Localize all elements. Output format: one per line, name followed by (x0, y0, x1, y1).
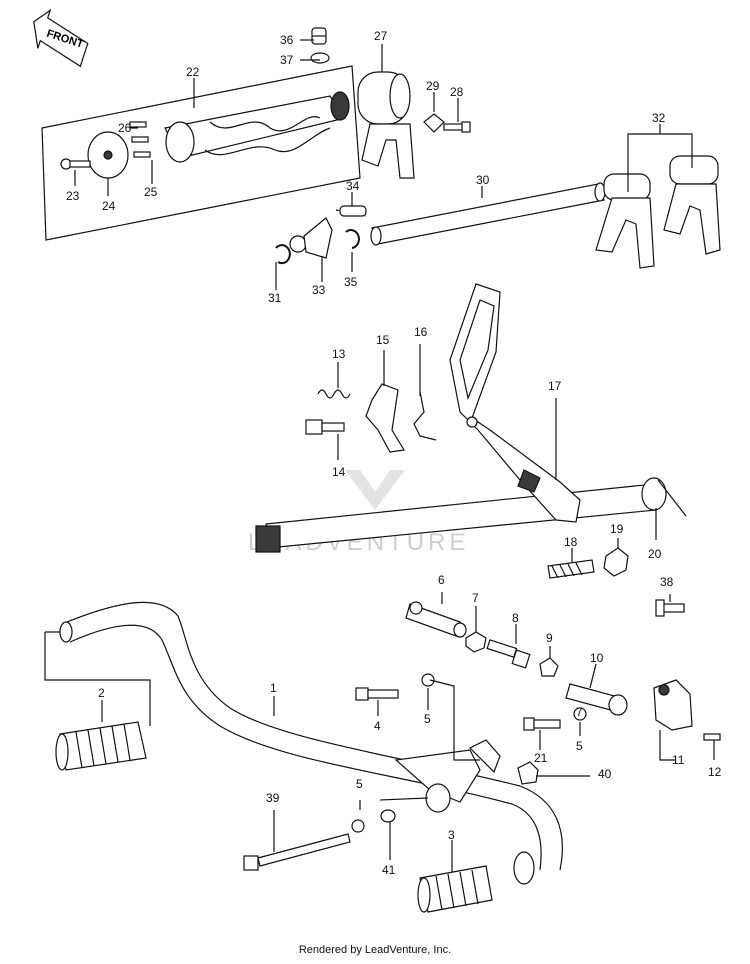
callout-3: 3 (448, 828, 455, 842)
callout-38: 38 (660, 575, 674, 589)
callout-17: 17 (548, 379, 562, 393)
callout-13: 13 (332, 347, 346, 361)
callout-5c: 5 (356, 777, 363, 791)
callout-37: 37 (280, 53, 294, 67)
small-parts-31-35 (275, 205, 367, 265)
callout-18: 18 (564, 535, 578, 549)
callout-11: 11 (672, 753, 685, 767)
callout-26: 26 (118, 121, 132, 135)
callout-39: 39 (266, 791, 280, 805)
pin-29-28 (423, 113, 471, 133)
callout-7a: 7 (472, 591, 479, 605)
callout-2: 2 (98, 686, 105, 700)
assembly-box (41, 65, 361, 241)
pedal-rubber-3 (417, 865, 493, 913)
bolt-36 (311, 27, 327, 45)
callout-31: 31 (268, 291, 282, 305)
shift-fork-27 (357, 71, 415, 179)
callout-5a: 5 (424, 712, 431, 726)
callout-21: 21 (534, 751, 548, 765)
leader-lines (44, 39, 715, 872)
callout-7b: 7 (576, 705, 583, 719)
parts-13-16 (305, 383, 437, 453)
shift-forks-32 (595, 155, 721, 269)
callout-36: 36 (280, 33, 294, 47)
callout-20: 20 (648, 547, 662, 561)
fork-shaft-30 (370, 182, 606, 246)
callout-12: 12 (708, 765, 722, 779)
callout-33: 33 (312, 283, 326, 297)
shift-drum-assembly (41, 65, 361, 241)
shift-pedal-1 (59, 601, 563, 885)
footer-credit: Rendered by LeadVenture, Inc. (298, 944, 452, 956)
callout-15: 15 (376, 333, 390, 347)
pedal-rubber-2 (55, 721, 147, 771)
shift-shaft-17 (255, 283, 661, 553)
callout-4: 4 (374, 719, 381, 733)
washer-37 (310, 52, 330, 64)
callout-6: 6 (438, 573, 445, 587)
bolts-4-5-21 (355, 673, 587, 731)
callout-41: 41 (382, 863, 396, 877)
callout-9: 9 (546, 631, 553, 645)
callout-16: 16 (414, 325, 428, 339)
front-direction-arrow: FRONT (33, 8, 89, 68)
callout-19: 19 (610, 522, 624, 536)
parts-18-20 (547, 477, 687, 579)
callout-1: 1 (270, 681, 277, 695)
callout-23: 23 (66, 189, 80, 203)
callout-40: 40 (598, 767, 612, 781)
callout-labels: 1 2 3 4 5 5 5 6 7 7 8 9 10 11 12 13 14 1… (66, 29, 722, 877)
callout-10: 10 (590, 651, 604, 665)
callout-29: 29 (426, 79, 440, 93)
callout-34: 34 (346, 179, 360, 193)
linkage-parts (405, 601, 721, 741)
callout-24: 24 (102, 199, 116, 213)
bolt-38 (655, 599, 685, 617)
callout-8: 8 (512, 611, 519, 625)
callout-22: 22 (186, 65, 200, 79)
callout-27: 27 (374, 29, 388, 43)
callout-28: 28 (450, 85, 464, 99)
callout-30: 30 (476, 173, 490, 187)
callout-32: 32 (652, 111, 666, 125)
callout-35: 35 (344, 275, 358, 289)
callout-25: 25 (144, 185, 158, 199)
bolt-39-nut-40-washer-41 (243, 761, 539, 871)
callout-5b: 5 (576, 739, 583, 753)
callout-14: 14 (332, 465, 346, 479)
